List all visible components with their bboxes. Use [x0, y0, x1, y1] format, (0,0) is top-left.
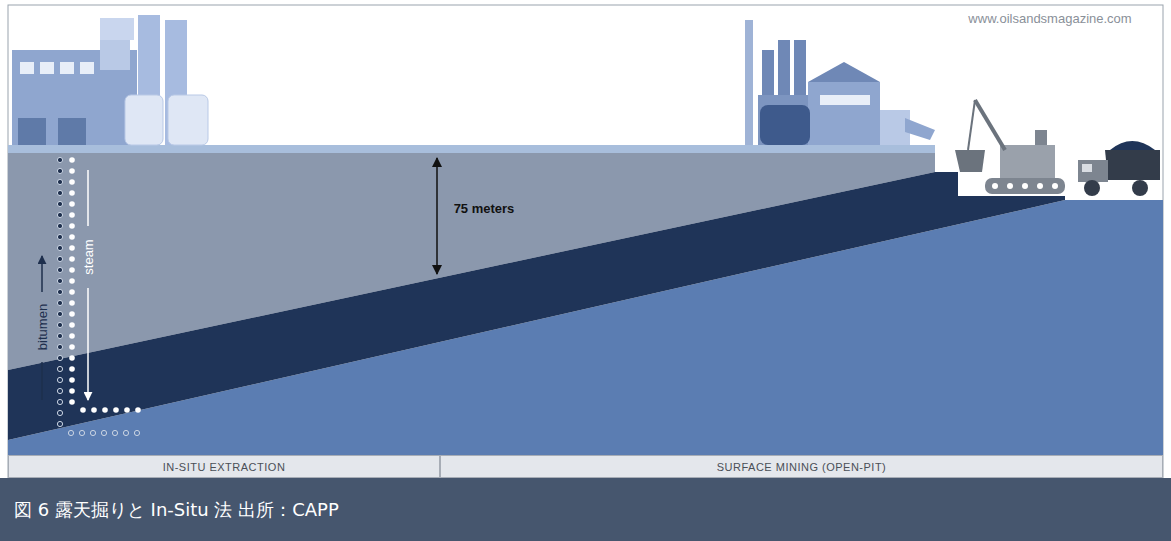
bitumen-arrow [41, 362, 43, 400]
ground-surface [8, 145, 935, 153]
section-band: SURFACE MINING (OPEN-PIT) [440, 455, 1163, 478]
injection-well [69, 179, 75, 185]
production-well [57, 157, 62, 162]
section-label: IN-SITU EXTRACTION [163, 461, 286, 473]
flow-label: steam [81, 239, 96, 274]
production-well [79, 430, 84, 435]
production-well [57, 289, 62, 294]
injection-well [69, 212, 75, 218]
production-well [57, 333, 62, 338]
injection-well [69, 289, 75, 295]
injection-well [69, 322, 75, 328]
production-well [57, 245, 62, 250]
injection-well [69, 245, 75, 251]
injection-well [69, 223, 75, 229]
section-band: IN-SITU EXTRACTION [8, 455, 440, 478]
production-well [57, 168, 62, 173]
flow-label: bitumen [35, 304, 50, 350]
injection-well [69, 157, 75, 163]
production-well [68, 430, 73, 435]
injection-well [69, 201, 75, 207]
production-well [90, 430, 95, 435]
production-well [57, 201, 62, 206]
figure-caption: 図 6 露天掘りと In-Situ 法 出所：CAPP [14, 498, 339, 522]
band-ground [8, 455, 1163, 478]
oil-sands-layer [8, 172, 1065, 440]
sagd-wells [57, 157, 140, 435]
mining-shovel [955, 100, 1065, 194]
mining-plant [745, 20, 935, 145]
injection-well [113, 407, 119, 413]
production-well [57, 278, 62, 283]
production-well [57, 234, 62, 239]
steam-arrow [87, 170, 89, 226]
production-well [57, 366, 62, 371]
production-well [57, 190, 62, 195]
production-well [57, 311, 62, 316]
production-well [57, 212, 62, 217]
caption-bar: 図 6 露天掘りと In-Situ 法 出所：CAPP [0, 478, 1171, 541]
production-well [112, 430, 117, 435]
production-well [57, 377, 62, 382]
watermark: www.oilsandsmagazine.com [968, 11, 1131, 26]
lower-ground [8, 200, 1163, 455]
in-situ-plant [12, 15, 208, 145]
section-label: SURFACE MINING (OPEN-PIT) [717, 461, 887, 473]
injection-well [69, 366, 75, 372]
injection-well [69, 234, 75, 240]
injection-well [69, 399, 75, 405]
production-well [57, 388, 62, 393]
injection-well [69, 344, 75, 350]
production-well [57, 179, 62, 184]
production-well [57, 410, 62, 415]
steam-arrow [87, 288, 89, 400]
haul-truck [1078, 141, 1160, 196]
production-well [101, 430, 106, 435]
injection-well [69, 355, 75, 361]
injection-well [69, 311, 75, 317]
injection-well [135, 407, 141, 413]
production-well [57, 344, 62, 349]
production-well [134, 430, 139, 435]
injection-well [69, 190, 75, 196]
dimension-label: 75 meters [454, 201, 515, 216]
production-well [57, 322, 62, 327]
injection-well [69, 388, 75, 394]
injection-well [102, 407, 108, 413]
production-well [57, 256, 62, 261]
bitumen-arrow [41, 256, 43, 292]
production-well [57, 399, 62, 404]
injection-well [69, 300, 75, 306]
injection-well [69, 333, 75, 339]
injection-well [69, 256, 75, 262]
production-well [57, 223, 62, 228]
production-well [57, 267, 62, 272]
injection-well [69, 377, 75, 383]
production-well [57, 355, 62, 360]
injection-well [91, 407, 97, 413]
depth-dimension [436, 158, 438, 274]
injection-well [69, 267, 75, 273]
injection-well [69, 168, 75, 174]
injection-well [69, 278, 75, 284]
injection-well [124, 407, 130, 413]
production-well [123, 430, 128, 435]
injection-well [80, 407, 86, 413]
production-well [57, 300, 62, 305]
production-well [57, 421, 62, 426]
